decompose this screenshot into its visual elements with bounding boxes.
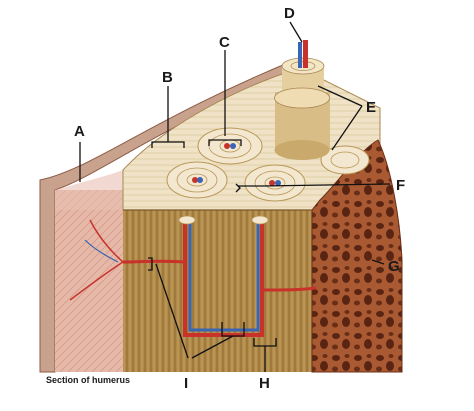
blood-vessels [69,215,317,337]
label-d: D [284,5,295,22]
osteon-1 [166,161,228,199]
osteon-cylinder [274,40,330,160]
osteon-4 [320,145,370,175]
label-c: C [219,34,230,51]
label-i: I [184,375,189,392]
osteon-2 [197,127,263,165]
label-f: F [396,177,406,194]
fibrous-layer [55,190,123,372]
figure-caption: Section of humerus [46,375,131,385]
label-a: A [74,123,85,140]
label-h: H [259,375,270,392]
label-g: G [388,258,400,275]
label-b: B [162,69,173,86]
label-e: E [366,99,377,116]
leader-lines [79,21,391,372]
osteon-3 [244,164,306,202]
